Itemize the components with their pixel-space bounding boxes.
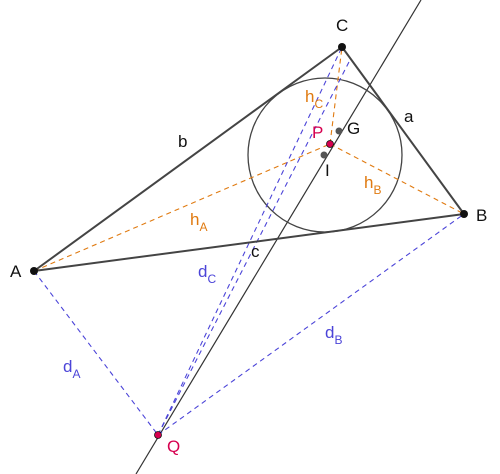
label-hA: hA (190, 210, 207, 234)
label-a: a (404, 107, 414, 126)
label-b: b (178, 132, 187, 151)
label-hB: hB (364, 173, 381, 197)
segment-dC-right (157, 59, 351, 436)
label-B: B (476, 206, 487, 225)
point-G[interactable] (335, 127, 343, 135)
label-C: C (336, 16, 348, 35)
point-P[interactable] (326, 140, 334, 148)
label-c: c (251, 242, 260, 261)
point-Q[interactable] (154, 431, 162, 439)
line-through-points (135, 0, 422, 474)
segment-hB (329, 143, 465, 215)
point-C[interactable] (338, 43, 346, 51)
segment-dA (33, 270, 159, 436)
label-Q: Q (167, 437, 180, 456)
side-c (33, 213, 465, 272)
segment-dB (157, 213, 465, 436)
label-hC: hC (305, 87, 323, 111)
point-I[interactable] (320, 151, 328, 159)
side-a (341, 46, 465, 215)
label-dC: dC (198, 262, 216, 286)
point-B[interactable] (460, 210, 468, 218)
label-A: A (10, 262, 22, 281)
label-P: P (312, 123, 323, 142)
segment-hC (329, 46, 343, 145)
label-dA: dA (63, 357, 80, 381)
label-G: G (347, 119, 360, 138)
label-dB: dB (325, 323, 342, 347)
label-I: I (325, 161, 330, 180)
side-b (33, 46, 343, 272)
point-A[interactable] (30, 267, 38, 275)
